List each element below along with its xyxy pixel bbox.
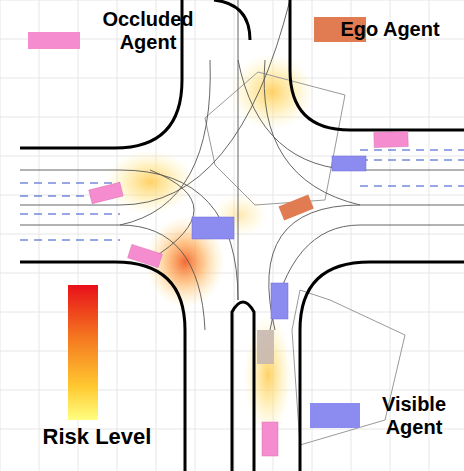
lane-divider [360,150,464,151]
occluded-agent [262,422,278,456]
road-edge [300,262,464,471]
legend-entry: Risk Level [22,424,172,449]
occluded-agent [374,131,409,147]
grid [0,273,464,274]
lane-connector [120,60,210,225]
lane-connector [264,60,360,205]
risk-level-bar [68,285,98,420]
lane-divider [360,160,464,161]
lane-connector [150,170,194,260]
lane-connector [20,0,464,330]
legend-label: Visible Agent [368,393,460,439]
visible-agent [192,217,234,239]
lane-divider [20,214,120,215]
ego-agent [279,195,314,221]
visible-agent [192,156,366,319]
visible-agent [271,283,288,319]
legend-entry: Occluded Agent [78,8,218,54]
lane-divider [20,183,120,184]
road-edge [20,262,185,471]
lane-connector [120,0,290,205]
grid [117,0,118,471]
grid [351,0,352,471]
lane-connector [360,225,464,226]
legend-label: Risk Level [22,424,172,449]
occluded-agent [128,244,163,267]
lane-connector [270,225,360,330]
lane-connector [360,170,464,171]
road-edge [214,0,250,40]
legend-label: Occluded Agent [78,8,218,54]
grid [0,78,464,79]
lane-divider [20,240,120,241]
lane-connector [120,225,205,330]
risk-heatmap [230,54,314,130]
ego-agent [279,195,314,221]
legend-entry: Visible Agent [368,393,460,439]
grid [0,0,464,1]
visible-agent [332,156,366,171]
grid [0,156,464,157]
occluded-agent [89,182,123,203]
risk-level-bar [68,285,98,420]
lane-connector [238,60,360,170]
legend-swatch [310,403,360,428]
grid [39,0,40,471]
lane-connector [360,205,464,206]
lane-divider [360,186,464,187]
grid [312,0,313,471]
lane-divider [20,150,464,240]
legend-entry: Ego Agent [340,18,440,41]
road-edge [20,0,464,471]
road-edge [290,0,464,130]
risk-heatmap [244,315,292,435]
lane-connector [20,205,120,206]
lane-connector [269,205,360,330]
grid [0,0,1,471]
lane-connector [20,170,120,171]
visibility-region [205,72,405,445]
road-edge [232,302,254,471]
occluded-agent [89,131,408,456]
legend-label: Ego Agent [340,18,440,41]
risk-heatmap [105,54,314,435]
legend-swatch [28,32,80,49]
fading-agent [257,330,274,364]
lane-connector [20,225,120,226]
fading-agent [257,330,274,364]
lane-connector [238,0,239,300]
grid [0,117,464,118]
